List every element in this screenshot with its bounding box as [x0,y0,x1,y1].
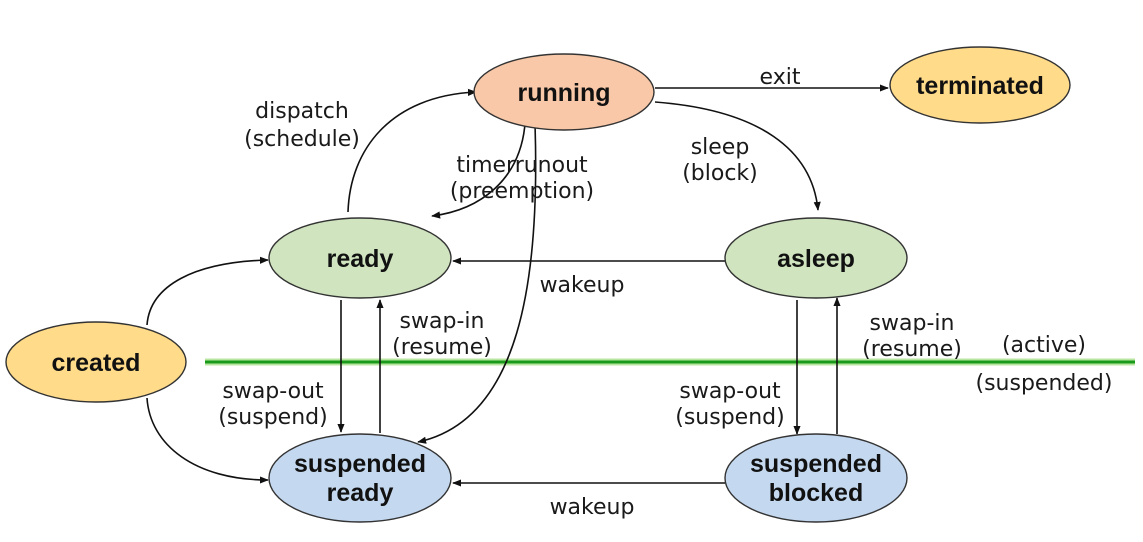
label-timerrunout-line2: (preemption) [450,179,594,204]
edge-timerrunout [431,123,526,219]
region-suspended-label: (suspended) [976,371,1113,396]
node-suspended-blocked-line2: blocked [769,479,863,507]
edge-created-to-suspended-ready [146,397,269,484]
label-swapout-left-line1: swap-out [222,379,324,404]
node-running: running [473,53,655,131]
label-wakeup-active: wakeup [540,273,625,298]
label-wakeup-suspended: wakeup [550,495,635,520]
node-created: created [5,321,187,403]
label-dispatch-line1: dispatch [255,99,349,124]
edge-created-to-ready [146,256,269,326]
edge-running-to-suspended-ready [417,123,537,444]
node-created-label: created [52,349,141,377]
label-timerrunout-line1: timerrunout [456,153,588,178]
node-suspended-ready: suspended ready [268,433,452,523]
node-terminated: terminated [889,46,1071,124]
node-suspended-blocked-line1: suspended [750,450,882,478]
edge-sleep [654,101,821,211]
node-ready-label: ready [327,245,394,273]
node-suspended-blocked: suspended blocked [724,433,908,523]
node-asleep-label: asleep [777,245,855,273]
label-swapin-right-line2: (resume) [862,337,962,362]
label-dispatch-line2: (schedule) [244,127,360,152]
label-swapin-left-line1: swap-in [400,309,485,334]
node-terminated-label: terminated [916,72,1044,100]
node-running-label: running [517,79,610,107]
node-suspended-ready-line2: ready [327,479,394,507]
label-swapout-right-line1: swap-out [679,379,781,404]
label-swapin-right-line1: swap-in [870,311,955,336]
label-sleep-line1: sleep [691,135,750,160]
node-ready: ready [268,217,452,299]
label-exit: exit [760,65,801,90]
node-asleep: asleep [724,217,908,299]
node-suspended-ready-line1: suspended [294,450,426,478]
label-sleep-line2: (block) [682,161,758,186]
label-swapout-left-line2: (suspend) [218,405,327,430]
edge-dispatch [347,88,477,213]
label-swapin-left-line2: (resume) [392,335,492,360]
label-swapout-right-line2: (suspend) [675,405,784,430]
region-active-label: (active) [1002,333,1086,358]
